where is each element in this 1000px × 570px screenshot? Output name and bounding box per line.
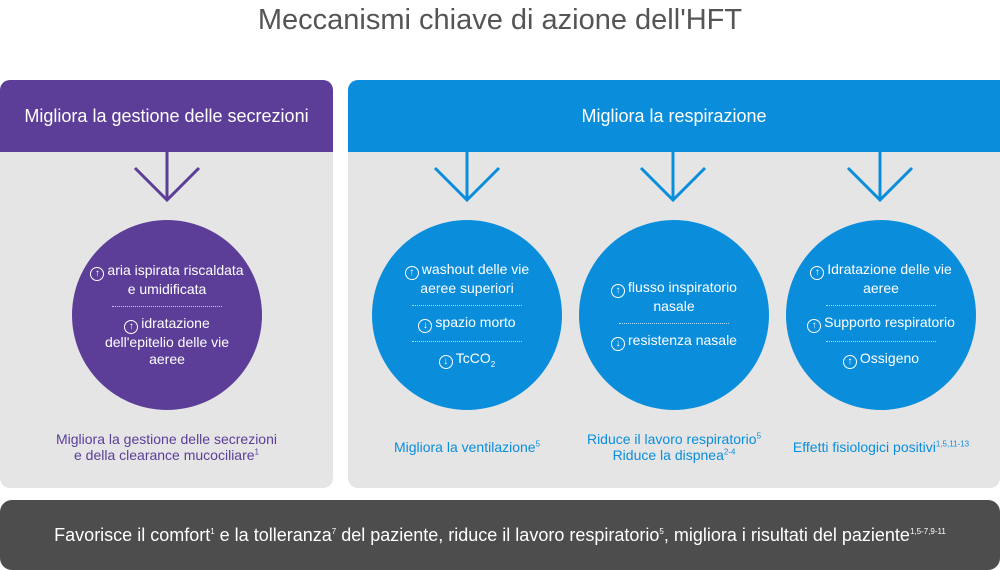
circle-item: ↑Idratazione delle vie aeree	[802, 261, 960, 297]
caption-line: Riduce la dispnea2-4	[560, 447, 788, 463]
circle-item-text: resistenza nasale	[628, 332, 737, 348]
circle-item: ↑aria ispirata riscaldata e umidificata	[88, 262, 246, 298]
circle-item: ↑Ossigeno	[842, 350, 920, 369]
physiological-effects-caption: Effetti fisiologici positivi1,5,11-13	[770, 439, 992, 455]
reference-number: 5	[756, 431, 762, 441]
page-title: Meccanismi chiave di azione dell'HFT	[257, 4, 743, 36]
physiological-effects-circle: ↑Idratazione delle vie aeree ↑Supporto r…	[786, 220, 976, 410]
circle-item-text: Supporto respiratorio	[824, 314, 955, 330]
circle-item: ↑idratazione dell'epitelio delle vie aer…	[88, 315, 246, 368]
down-chevron-arrow-icon	[846, 150, 914, 203]
respiration-panel-header: Migliora la respirazione	[348, 80, 1000, 152]
circle-item-text: Idratazione delle vie aeree	[827, 261, 952, 296]
reference-number: 7	[331, 526, 337, 536]
work-of-breathing-circle: ↑flusso inspiratorio nasale ↓resistenza …	[579, 220, 769, 410]
summary-text: Favorisce il comfort1 e la tolleranza7 d…	[54, 525, 946, 546]
summary-part: Favorisce il comfort	[54, 524, 211, 545]
circle-item: ↓spazio morto	[418, 314, 516, 333]
circle-item: ↓TcCO2	[438, 350, 496, 369]
circle-item: ↑washout delle vie aeree superiori	[388, 261, 546, 297]
summary-part: del paziente, riduce il lavoro respirato…	[336, 524, 660, 545]
summary-part: e la tolleranza	[214, 524, 332, 545]
up-arrow-icon: ↑	[611, 284, 626, 298]
divider	[619, 323, 729, 324]
up-arrow-icon: ↑	[404, 266, 419, 280]
respiration-panel: Migliora la respirazione ↑washout delle …	[348, 80, 1000, 488]
divider	[826, 341, 936, 342]
caption-text: Migliora la ventilazione	[393, 439, 536, 455]
circle-item-text: washout delle vie aeree superiori	[420, 261, 530, 296]
ventilation-circle: ↑washout delle vie aeree superiori ↓spaz…	[372, 220, 562, 410]
secretion-circle: ↑aria ispirata riscaldata e umidificata …	[72, 220, 262, 410]
secretion-panel-header: Migliora la gestione delle secrezioni	[0, 80, 333, 152]
down-arrow-icon: ↓	[611, 337, 626, 351]
summary-part: , migliora i risultati del paziente	[663, 524, 910, 545]
reference-number: 5	[535, 439, 541, 449]
up-arrow-icon: ↑	[810, 266, 825, 280]
reference-number: 1	[210, 526, 215, 536]
circle-item: ↑flusso inspiratorio nasale	[595, 279, 753, 315]
ventilation-caption: Migliora la ventilazione5	[348, 439, 586, 455]
down-chevron-arrow-icon	[433, 150, 501, 203]
reference-number: 1	[254, 447, 259, 457]
secretion-panel: Migliora la gestione delle secrezioni ↑a…	[0, 80, 333, 488]
circle-item-text: Ossigeno	[859, 350, 920, 366]
down-arrow-icon: ↓	[418, 319, 433, 333]
circle-item-text: idratazione dell'epitelio delle vie aere…	[104, 315, 230, 367]
circle-item: ↓resistenza nasale	[611, 332, 737, 351]
circle-item-text: spazio morto	[435, 314, 516, 330]
divider	[412, 341, 522, 342]
circle-item-text: TcCO	[455, 350, 491, 366]
reference-number: 5	[659, 526, 664, 536]
divider	[412, 305, 522, 306]
caption-text: e della clearance mucociliare	[74, 447, 255, 463]
up-arrow-icon: ↑	[842, 355, 857, 369]
up-arrow-icon: ↑	[124, 320, 139, 334]
summary-banner: Favorisce il comfort1 e la tolleranza7 d…	[0, 500, 1000, 570]
subscript: 2	[490, 359, 496, 369]
secretion-caption: Migliora la gestione delle secrezioni e …	[0, 431, 333, 463]
circle-item-text: aria ispirata riscaldata e umidificata	[107, 262, 244, 297]
reference-number: 1,5,11-13	[935, 439, 970, 449]
circle-item: ↑Supporto respiratorio	[807, 314, 955, 333]
caption-text: Riduce la dispnea	[612, 447, 724, 463]
circle-item-text: flusso inspiratorio nasale	[628, 279, 737, 314]
reference-number: 1,5-7,9-11	[909, 526, 946, 536]
up-arrow-icon: ↑	[90, 267, 105, 281]
up-arrow-icon: ↑	[807, 319, 822, 333]
caption-text: Effetti fisiologici positivi	[792, 439, 936, 455]
divider	[826, 305, 936, 306]
work-of-breathing-caption: Riduce il lavoro respiratorio5 Riduce la…	[560, 431, 788, 463]
down-arrow-icon: ↓	[438, 355, 453, 369]
reference-number: 2-4	[723, 447, 736, 457]
caption-line: Migliora la gestione delle secrezioni	[55, 431, 277, 447]
caption-text: Riduce il lavoro respiratorio	[586, 431, 757, 447]
down-chevron-arrow-icon	[639, 150, 707, 203]
caption-line: Riduce il lavoro respiratorio5	[560, 431, 788, 447]
caption-line: e della clearance mucociliare1	[0, 447, 333, 463]
divider	[112, 306, 222, 307]
down-chevron-arrow-icon	[133, 150, 201, 203]
